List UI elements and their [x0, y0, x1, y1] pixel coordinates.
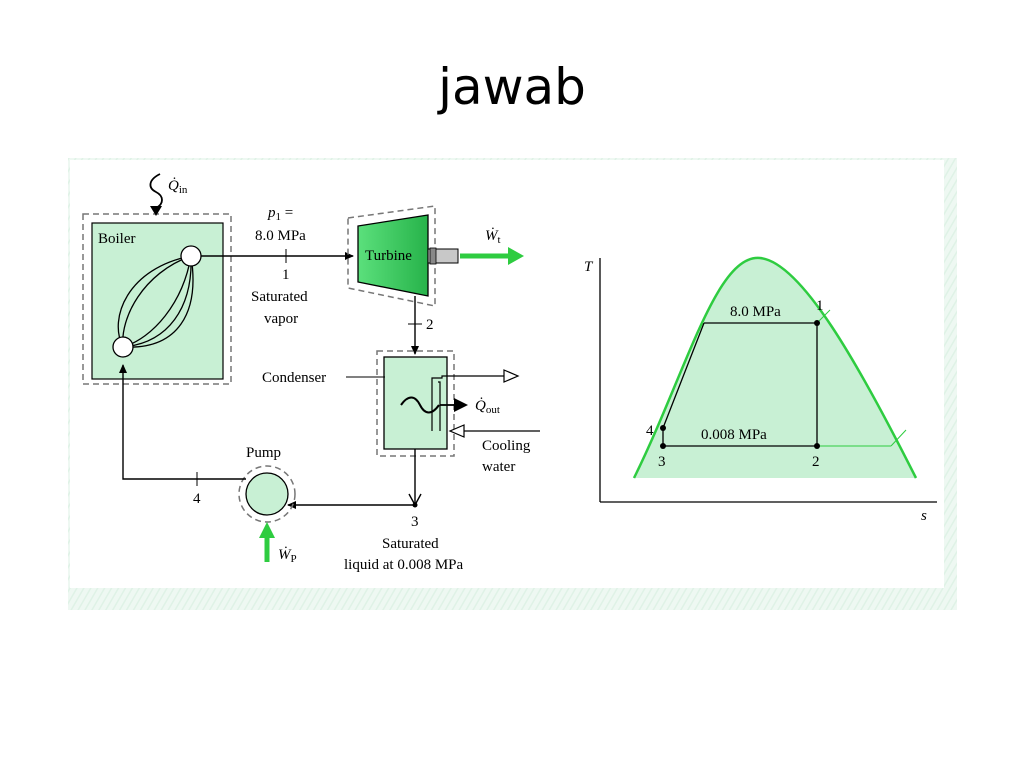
pump-work-arrow [259, 522, 275, 538]
turbine-body [357, 214, 429, 297]
ts-axis-s-label: s [921, 508, 927, 524]
w-t-label: Ẇt [485, 227, 501, 246]
w-p-label: ẆP [278, 546, 297, 565]
ts-point-1 [814, 320, 820, 326]
turbine-label: Turbine [365, 248, 412, 264]
ts-low-isobar-tail [890, 429, 907, 447]
ts-compressed-liquid-heating [662, 322, 705, 429]
condenser-cooling-tube [431, 375, 504, 431]
state-1-label: 1 [282, 267, 290, 283]
pump: Pump ẆP [238, 445, 297, 565]
turbine: Turbine Ẇt [347, 205, 524, 307]
ts-diagram: T s 8.0 MPa 0.008 MPa 1 2 3 4 [584, 256, 937, 524]
saturated-liquid-line2: liquid at 0.008 MPa [344, 557, 464, 573]
ts-axis-t-label: T [584, 259, 594, 275]
ts-point-4 [660, 425, 666, 431]
p1-value: 8.0 MPa [255, 228, 306, 244]
heat-rejection-arrow [454, 398, 468, 412]
heat-input: Q̇in [149, 173, 188, 216]
turbine-work-arrow [508, 247, 524, 265]
boiler-inlet-header [112, 336, 134, 358]
q-out-label: Q̇out [475, 398, 500, 416]
state-4-label: 4 [193, 491, 201, 507]
ts-point-2 [814, 443, 820, 449]
state-3-dot [412, 502, 418, 508]
p1-label: p1 = [267, 205, 293, 223]
ts-high-isobar-tail [816, 309, 831, 324]
ts-dome-fill [634, 257, 916, 478]
condenser-label: Condenser [262, 370, 326, 386]
heat-input-wavy-arrow [149, 173, 163, 210]
cooling-water-line2: water [482, 459, 515, 475]
rankine-cycle-figure: Boiler Q̇in p1 = 8.0 MPa 1 Saturated vap… [68, 158, 957, 610]
ts-point-3 [660, 443, 666, 449]
cooling-water-line1: Cooling [482, 438, 531, 454]
ts-point-3-label: 3 [658, 454, 666, 470]
pump-label: Pump [246, 445, 281, 461]
saturated-vapor-line2: vapor [264, 311, 298, 327]
ts-high-pressure-label: 8.0 MPa [730, 304, 781, 320]
liquid-line-4 [119, 364, 246, 480]
ts-saturation-dome [632, 256, 918, 479]
condenser: Q̇out Condenser Cooling water [262, 350, 540, 475]
ts-point-2-label: 2 [812, 454, 820, 470]
condenser-body [383, 356, 448, 450]
ts-low-pressure-label: 0.008 MPa [701, 427, 767, 443]
ts-point-4-label: 4 [646, 423, 654, 439]
heat-rejection-wave [400, 396, 440, 414]
boiler-body [91, 222, 224, 380]
boiler: Boiler [82, 213, 232, 385]
saturated-liquid-line1: Saturated [382, 536, 439, 552]
state-2-label: 2 [426, 317, 434, 333]
q-in-label: Q̇in [168, 178, 188, 196]
boiler-outlet-header [180, 245, 202, 267]
saturated-vapor-line1: Saturated [251, 289, 308, 305]
boiler-label: Boiler [98, 231, 136, 247]
ts-point-1-label: 1 [816, 298, 824, 314]
pump-body [245, 472, 289, 516]
state-3-label: 3 [411, 514, 419, 530]
slide-title: jawab [438, 58, 586, 116]
